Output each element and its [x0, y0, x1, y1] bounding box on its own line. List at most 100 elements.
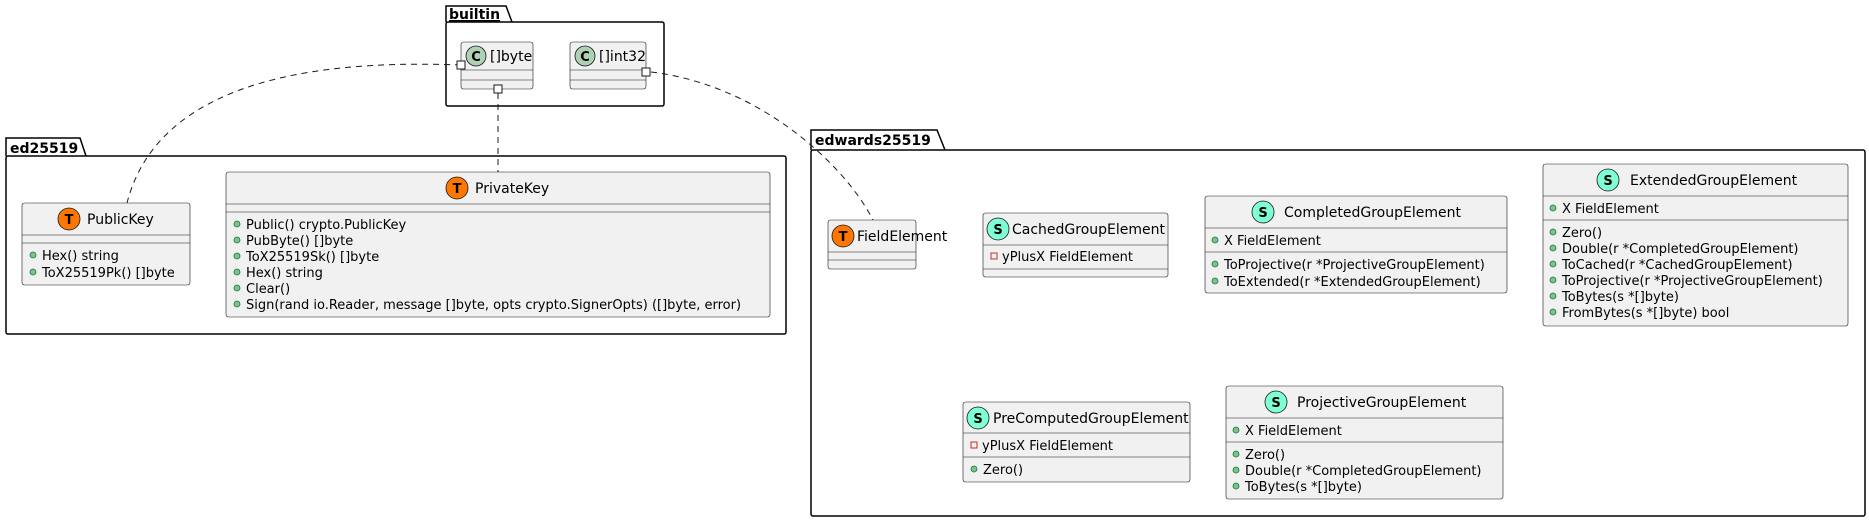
class-badge-icon — [966, 406, 990, 430]
class-name: PrivateKey — [475, 181, 549, 197]
public-marker-icon — [233, 220, 241, 228]
public-marker-icon — [1211, 236, 1219, 244]
class-badge-icon — [1251, 200, 1275, 224]
class-name: PreComputedGroupElement — [993, 411, 1189, 427]
class-name: PublicKey — [87, 212, 154, 228]
badge-letter: S — [993, 223, 1002, 238]
method: ToX25519Pk() []byte — [41, 266, 175, 281]
class-name: []int32 — [599, 49, 646, 65]
method: Zero() — [1245, 448, 1285, 463]
public-marker-icon — [970, 465, 978, 473]
badge-letter: S — [1603, 174, 1612, 189]
method: ToCached(r *CachedGroupElement) — [1561, 258, 1793, 273]
public-marker-icon — [1232, 482, 1240, 490]
class-badge-icon — [57, 207, 81, 231]
method: Hex() string — [42, 249, 119, 264]
method: Zero() — [983, 463, 1023, 478]
class-cached-group-element: S CachedGroupElement yPlusX FieldElement — [982, 212, 1169, 278]
public-marker-icon — [233, 300, 241, 308]
port-icon — [641, 67, 651, 77]
class-name: []byte — [490, 49, 532, 65]
method: ToBytes(s *[]byte) — [1561, 290, 1679, 305]
method: FromBytes(s *[]byte) bool — [1562, 306, 1729, 321]
class-badge-icon — [445, 176, 469, 200]
package-builtin: builtin — [445, 5, 665, 107]
class-badge-icon — [831, 224, 855, 248]
public-marker-icon — [29, 251, 37, 259]
class-name: CompletedGroupElement — [1284, 205, 1461, 221]
field: X FieldElement — [1562, 202, 1659, 217]
package-edwards25519: edwards25519 — [810, 129, 1866, 517]
class-public-key: T PublicKey Hex() string ToX25519Pk() []… — [21, 202, 191, 286]
badge-letter: T — [65, 213, 74, 228]
field: yPlusX FieldElement — [1002, 250, 1133, 265]
class-byte-slice: C []byte — [456, 41, 534, 94]
method: PubByte() []byte — [246, 234, 353, 249]
class-completed-group-element: S CompletedGroupElement X FieldElement T… — [1204, 195, 1508, 294]
method: ToBytes(s *[]byte) — [1244, 480, 1362, 495]
class-name: FieldElement — [857, 229, 948, 245]
method: ToProjective(r *ProjectiveGroupElement) — [1561, 274, 1823, 289]
class-precomputed-group-element: S PreComputedGroupElement yPlusX FieldEl… — [962, 401, 1191, 483]
public-marker-icon — [1549, 204, 1557, 212]
method: Sign(rand io.Reader, message []byte, opt… — [246, 298, 741, 313]
link-int32-fieldelement — [650, 71, 874, 221]
method: Double(r *CompletedGroupElement) — [1245, 464, 1482, 479]
method: ToExtended(r *ExtendedGroupElement) — [1223, 275, 1481, 290]
class-int32-slice: C []int32 — [569, 41, 651, 90]
badge-letter: T — [839, 230, 848, 245]
public-marker-icon — [233, 236, 241, 244]
public-marker-icon — [1549, 276, 1557, 284]
method: ToProjective(r *ProjectiveGroupElement) — [1223, 258, 1485, 273]
method: Clear() — [246, 282, 290, 297]
field: yPlusX FieldElement — [982, 439, 1113, 454]
field: X FieldElement — [1245, 424, 1342, 439]
public-marker-icon — [1549, 244, 1557, 252]
public-marker-icon — [1232, 426, 1240, 434]
public-marker-icon — [233, 284, 241, 292]
method: Zero() — [1562, 226, 1602, 241]
class-extended-group-element: S ExtendedGroupElement X FieldElement Ze… — [1542, 163, 1849, 327]
port-icon — [456, 60, 466, 70]
method: Double(r *CompletedGroupElement) — [1562, 242, 1799, 257]
class-badge-icon — [1264, 390, 1288, 414]
package-label: builtin — [449, 7, 500, 23]
public-marker-icon — [1549, 260, 1557, 268]
public-marker-icon — [1549, 228, 1557, 236]
package-label: edwards25519 — [815, 133, 931, 149]
method: ToX25519Sk() []byte — [245, 250, 379, 265]
public-marker-icon — [1232, 450, 1240, 458]
class-field-element: T FieldElement — [827, 219, 948, 270]
public-marker-icon — [1549, 308, 1557, 316]
class-name: ExtendedGroupElement — [1630, 173, 1798, 189]
classes: C []byte C []int32 T PublicKey Hex() str… — [21, 41, 1849, 500]
private-marker-icon — [990, 252, 998, 260]
public-marker-icon — [1211, 277, 1219, 285]
method: Hex() string — [246, 266, 323, 281]
badge-letter: C — [580, 50, 590, 65]
class-name: ProjectiveGroupElement — [1297, 395, 1467, 411]
public-marker-icon — [233, 268, 241, 276]
method: Public() crypto.PublicKey — [246, 218, 406, 233]
port-icon — [493, 84, 503, 94]
links — [126, 63, 874, 221]
class-badge-icon — [574, 45, 596, 67]
public-marker-icon — [1549, 292, 1557, 300]
badge-letter: T — [453, 182, 462, 197]
public-marker-icon — [1232, 466, 1240, 474]
private-marker-icon — [970, 441, 978, 449]
public-marker-icon — [233, 252, 241, 260]
class-badge-icon — [465, 45, 487, 67]
class-projective-group-element: S ProjectiveGroupElement X FieldElement … — [1225, 385, 1504, 500]
class-badge-icon — [986, 217, 1010, 241]
class-private-key: T PrivateKey Public() crypto.PublicKey P… — [225, 171, 771, 318]
package-label: ed25519 — [10, 141, 78, 157]
badge-letter: S — [1258, 206, 1267, 221]
field: X FieldElement — [1224, 234, 1321, 249]
public-marker-icon — [1211, 260, 1219, 268]
badge-letter: C — [471, 50, 481, 65]
package-ed25519: ed25519 — [5, 137, 787, 335]
badge-letter: S — [973, 412, 982, 427]
class-name: CachedGroupElement — [1012, 222, 1166, 238]
